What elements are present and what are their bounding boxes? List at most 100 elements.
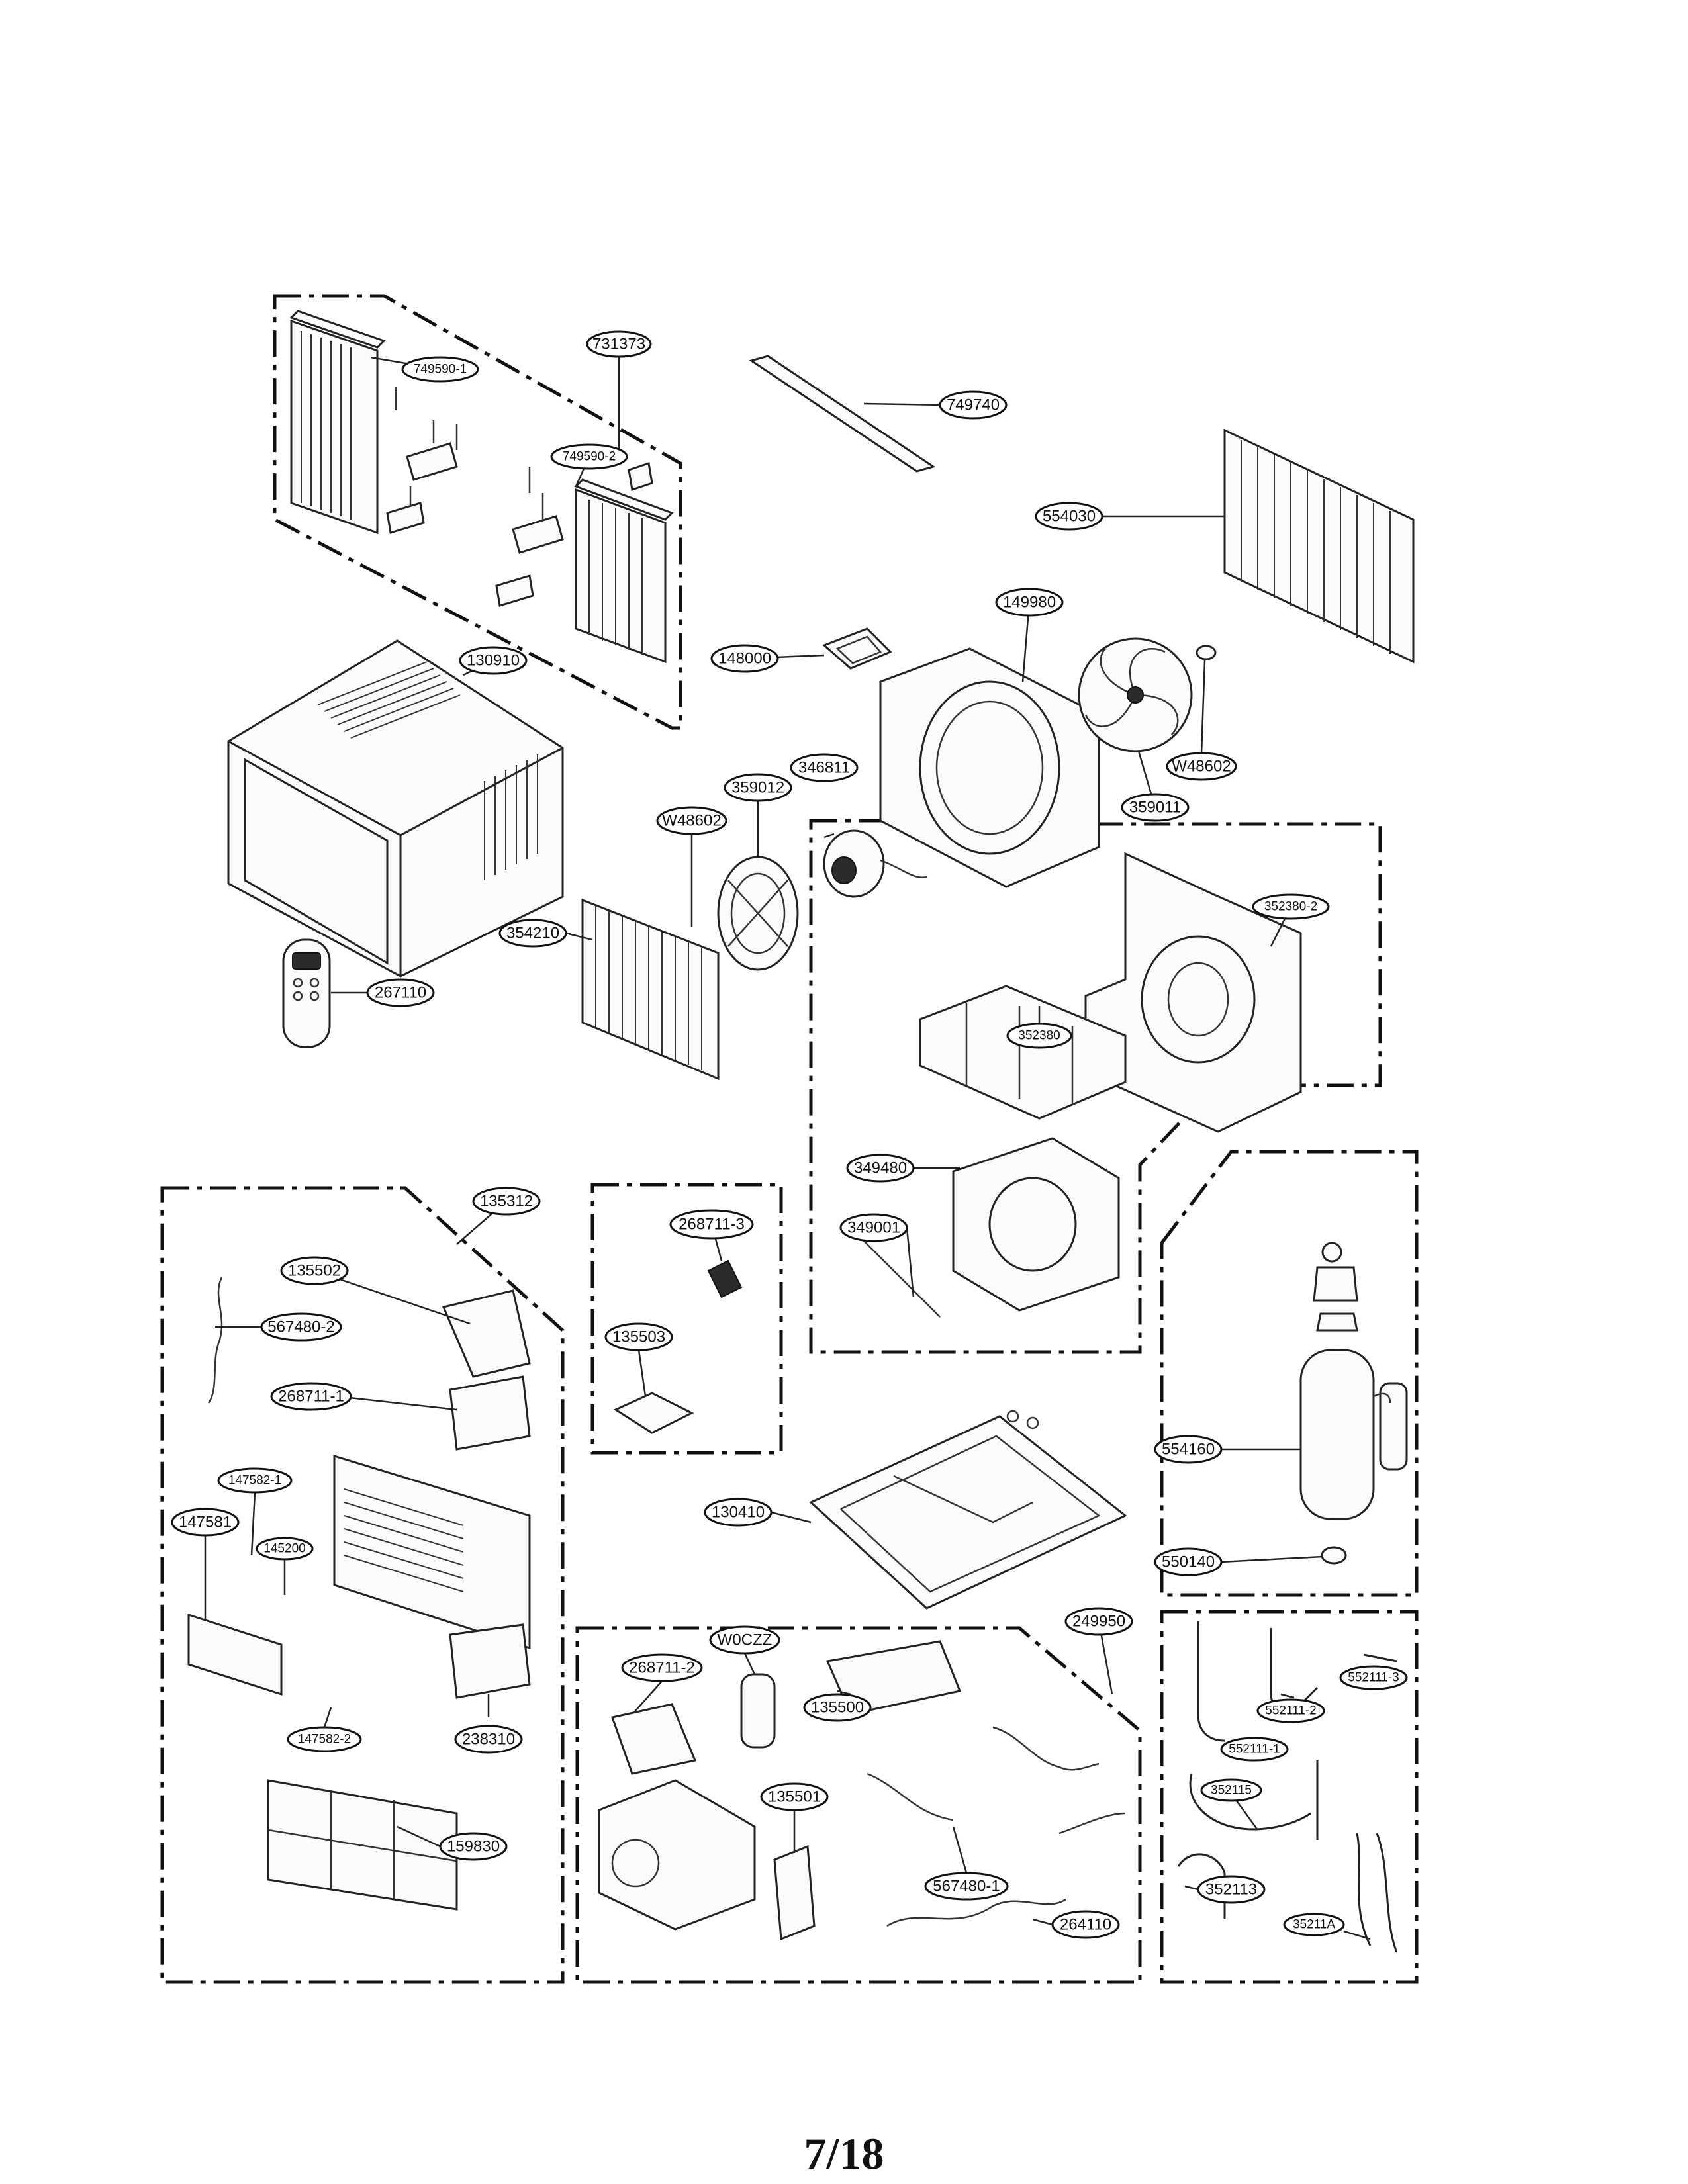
callout-749590-2: 749590-2	[550, 443, 628, 470]
air-deflector	[187, 1613, 283, 1696]
display-pcb-group	[613, 1259, 743, 1434]
pipe-1	[1197, 1621, 1225, 1742]
callout-267110: 267110	[366, 978, 435, 1007]
callout-554030: 554030	[1035, 502, 1103, 531]
callout-130910: 130910	[459, 646, 528, 675]
callout-359011: 359011	[1121, 793, 1190, 822]
svg-text:749590-2: 749590-2	[563, 450, 616, 464]
callout-135312: 135312	[472, 1187, 541, 1216]
callout-552111-2: 552111-2	[1256, 1698, 1325, 1723]
svg-text:552111-3: 552111-3	[1348, 1671, 1399, 1685]
sensor-lead	[886, 1898, 1066, 1927]
svg-text:135312: 135312	[480, 1193, 533, 1210]
wire-harness	[207, 1277, 223, 1404]
svg-text:567480-1: 567480-1	[933, 1878, 1000, 1895]
svg-text:238310: 238310	[462, 1731, 515, 1749]
svg-text:W48602: W48602	[662, 812, 721, 830]
svg-text:W48602: W48602	[1172, 758, 1231, 776]
callout-554160: 554160	[1154, 1435, 1223, 1464]
svg-text:145200: 145200	[263, 1542, 305, 1556]
pipe-7	[1356, 1833, 1398, 1953]
remote-controller	[282, 938, 331, 1048]
svg-text:149980: 149980	[1003, 594, 1056, 612]
terminal-cover	[1313, 1266, 1358, 1302]
callout-346811: 346811	[790, 753, 859, 782]
harness-lead-1	[867, 1772, 954, 1821]
svg-text:749590-1: 749590-1	[414, 363, 467, 377]
display-board	[707, 1259, 743, 1298]
callout-135502: 135502	[280, 1256, 349, 1285]
callout-w0czz: W0CZZ	[709, 1625, 780, 1655]
electrical-group	[598, 1640, 1126, 1941]
shroud-body	[879, 647, 1100, 888]
svg-text:268711-1: 268711-1	[278, 1388, 344, 1406]
svg-text:352115: 352115	[1211, 1784, 1252, 1797]
part-callouts: 731373 749590-1 749590-2 749740 554030 1…	[171, 330, 1408, 1939]
callout-359012: 359012	[724, 773, 792, 802]
svg-text:352380-2: 352380-2	[1264, 900, 1317, 914]
svg-text:567480-2: 567480-2	[267, 1318, 334, 1336]
svg-text:359012: 359012	[731, 779, 784, 797]
callout-145200: 145200	[256, 1537, 314, 1561]
callout-352380-2: 352380-2	[1252, 893, 1330, 920]
mount-bracket	[822, 627, 892, 670]
accumulator	[1379, 1382, 1408, 1471]
front-grille	[333, 1454, 531, 1650]
pipe-6	[1177, 1853, 1226, 1919]
front-grille-group	[187, 1277, 531, 1911]
power-cord-lead	[992, 1726, 1100, 1771]
callout-149980: 149980	[995, 588, 1064, 617]
pipe-4	[1189, 1773, 1311, 1831]
sill-bracket-2	[495, 574, 534, 607]
svg-text:268711-2: 268711-2	[629, 1659, 695, 1677]
svg-text:159830: 159830	[447, 1838, 500, 1856]
base-pan	[809, 1410, 1127, 1610]
callout-749740: 749740	[939, 390, 1008, 420]
air-guide-shroud	[879, 647, 1100, 888]
cabinet	[227, 639, 564, 978]
svg-text:147582-1: 147582-1	[228, 1474, 281, 1488]
shroud-ring	[919, 680, 1060, 855]
callout-567480-1: 567480-1	[924, 1872, 1009, 1901]
svg-text:264110: 264110	[1060, 1916, 1111, 1934]
callout-159830: 159830	[439, 1832, 508, 1861]
remote-display	[292, 952, 321, 970]
callout-352380: 352380	[1006, 1023, 1072, 1049]
indoor-air-guide-assembly	[860, 852, 1302, 1318]
capacitor	[740, 1673, 776, 1749]
callout-35211a: 35211A	[1283, 1913, 1345, 1936]
callout-552111-3: 552111-3	[1339, 1665, 1408, 1690]
svg-text:352380: 352380	[1018, 1029, 1060, 1043]
svg-text:349001: 349001	[847, 1219, 900, 1237]
scroll-housing	[1084, 852, 1302, 1133]
callout-w48602-rear: W48602	[1166, 752, 1237, 781]
callout-354210: 354210	[498, 919, 567, 948]
svg-text:346811: 346811	[798, 759, 850, 777]
callout-567480-2: 567480-2	[260, 1312, 342, 1342]
callout-731373: 731373	[586, 330, 652, 358]
svg-text:135500: 135500	[811, 1699, 864, 1717]
grommet	[1321, 1546, 1347, 1565]
svg-text:130910: 130910	[467, 652, 520, 670]
svg-text:349480: 349480	[854, 1160, 907, 1177]
fan-clip	[1196, 645, 1217, 660]
svg-text:749740: 749740	[947, 396, 1000, 414]
boundary-compressor	[1160, 1150, 1419, 1597]
svg-text:268711-3: 268711-3	[679, 1216, 745, 1234]
callout-268711-3: 268711-3	[669, 1209, 754, 1240]
heater-rod	[860, 1237, 941, 1318]
side-curtain-kit	[289, 310, 674, 664]
condenser-coil	[1223, 428, 1415, 664]
svg-text:249950: 249950	[1072, 1613, 1125, 1631]
control-box	[598, 1779, 756, 1931]
outdoor-condenser	[1223, 428, 1415, 664]
callout-749590-1: 749590-1	[401, 356, 479, 383]
right-side-curtain	[575, 488, 667, 664]
boundary-refrigerant-piping	[1160, 1610, 1419, 1984]
callout-135500: 135500	[803, 1693, 872, 1722]
svg-text:130410: 130410	[712, 1504, 765, 1522]
svg-text:147582-2: 147582-2	[298, 1733, 351, 1747]
compressor-shell	[1299, 1349, 1375, 1520]
